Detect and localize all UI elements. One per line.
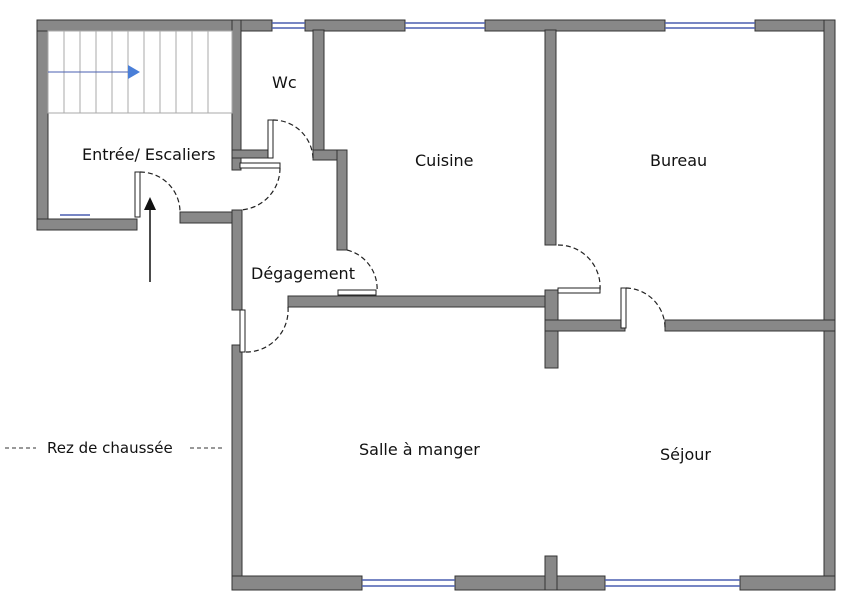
- staircase: [47, 30, 233, 114]
- window-bottom-sejour: [605, 579, 740, 587]
- entrance-arrow-icon: [144, 197, 156, 210]
- window-top-cuisine: [405, 22, 485, 29]
- entrance-arrow: [144, 197, 156, 282]
- door-entree-degagement: [239, 162, 281, 211]
- door-entree: [134, 171, 181, 218]
- door-bureau-left: [557, 244, 601, 294]
- window-top-bureau: [665, 22, 755, 29]
- door-bureau-sejour: [620, 287, 666, 329]
- room-label-entree: Entrée/ Escaliers: [82, 145, 216, 164]
- room-labels: Entrée/ Escaliers Wc Cuisine Bureau Déga…: [82, 73, 711, 464]
- door-cuisine: [337, 249, 378, 296]
- window-bottom-salle: [362, 579, 455, 587]
- windows: [60, 22, 755, 587]
- stair-arrow-icon: [128, 65, 140, 79]
- room-label-cuisine: Cuisine: [415, 151, 474, 170]
- window-top-wc: [272, 22, 305, 29]
- door-wc: [267, 119, 314, 159]
- level-label-group: Rez de chaussée: [5, 439, 222, 457]
- room-label-salle-a-manger: Salle à manger: [359, 440, 480, 459]
- doors: [134, 119, 666, 353]
- room-label-sejour: Séjour: [660, 445, 711, 464]
- room-label-wc: Wc: [272, 73, 297, 92]
- room-label-bureau: Bureau: [650, 151, 707, 170]
- door-salle-a-manger: [239, 306, 289, 353]
- level-label: Rez de chaussée: [47, 439, 173, 457]
- room-label-degagement: Dégagement: [251, 264, 355, 283]
- walls: [36, 19, 836, 591]
